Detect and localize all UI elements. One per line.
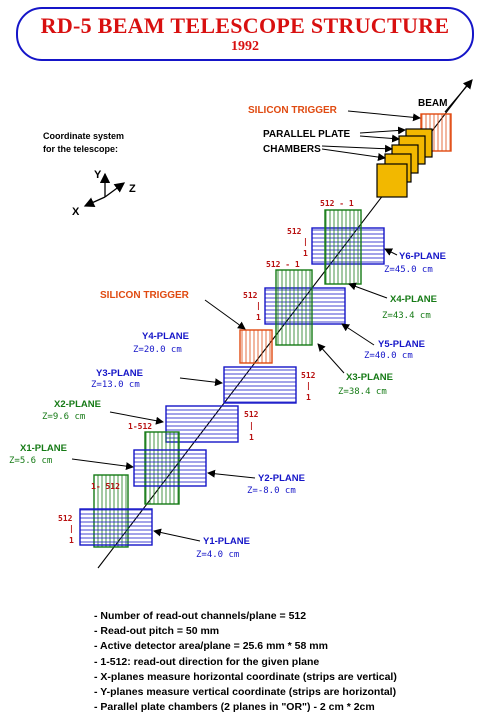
readout-label: 512 [244,410,259,419]
x3-plane [275,269,313,346]
y2-z-label: Z=-8.0 cm [247,486,296,496]
x1-z-label: Z=5.6 cm [9,456,52,466]
readout-label: 512 [301,371,316,380]
note-item: - Active detector area/plane = 25.6 mm *… [94,640,328,653]
x4-z-label: Z=43.4 cm [382,311,431,321]
leader-line [347,110,421,122]
y6-plane-label: Y6-PLANE [399,251,446,262]
title-year: 1992 [231,39,259,54]
leader-line [359,134,400,143]
x3-plane-label: X3-PLANE [346,372,393,383]
y3-plane [223,366,297,404]
coord-caption-line1: Coordinate system [43,131,124,141]
readout-label: 512 - 1 [320,199,354,208]
leader-line [204,299,246,330]
x1-plane-label: X1-PLANE [20,443,67,454]
readout-label: 1 [249,433,254,442]
ppc-label-line2: CHAMBERS [263,144,321,155]
readout-label: | [249,421,254,430]
leader-line [359,126,406,135]
silicon-trigger-mid-label: SILICON TRIGGER [100,290,190,301]
beam-arrow [444,79,473,113]
y3-z-label: Z=13.0 cm [91,380,140,390]
title-box: RD-5 BEAM TELESCOPE STRUCTURE 1992 [16,7,474,61]
leader-line [71,458,134,471]
silicon-trigger-top-label: SILICON TRIGGER [248,105,338,116]
note-item: - X-planes measure horizontal coordinate… [94,670,397,683]
readout-label: 1 [69,536,74,545]
x4-plane-label: X4-PLANE [390,294,437,305]
readout-label: 1 [256,313,261,322]
y-axis-label: Y [94,169,102,181]
readout-label: 512 - 1 [266,260,300,269]
y1-z-label: Z=4.0 cm [196,550,239,560]
coord-caption-line2: for the telescope: [43,144,118,154]
readout-label: 512 [287,227,302,236]
z-axis-label: Z [129,183,136,195]
x2-z-label: Z=9.6 cm [42,412,85,422]
y1-plane-label: Y1-PLANE [203,536,250,547]
readout-label: 1 [306,393,311,402]
y3-plane-label: Y3-PLANE [96,368,143,379]
leader-line [321,144,393,153]
parallel-plate-chambers [376,128,433,198]
leader-line [153,528,201,542]
note-item: - 1-512: read-out direction for the give… [94,655,320,668]
leader-line [348,282,388,299]
readout-label: 1-512 [128,422,152,431]
leader-line [341,323,375,346]
leader-line [321,148,386,161]
x4-plane [324,209,362,285]
x-axis-label: X [72,206,80,218]
leader-line [384,248,398,256]
coordinate-axes [83,172,126,208]
beam-label: BEAM [418,98,447,109]
ppc-chamber [376,163,408,198]
note-item: - Read-out pitch = 50 mm [94,625,220,638]
leader-line [317,343,345,374]
y5-plane-label: Y5-PLANE [378,339,425,350]
y1-plane [79,508,153,546]
readout-label: | [303,237,308,246]
readout-label: 1- 512 [91,482,120,491]
readout-label: 512 [243,291,258,300]
y4-z-label: Z=20.0 cm [133,345,182,355]
z-axis-arrow [104,182,126,198]
page-title: RD-5 BEAM TELESCOPE STRUCTURE [40,13,450,38]
readout-label: 1 [303,249,308,258]
readout-label: | [306,381,311,390]
x-axis-arrow [83,196,106,208]
y4-plane-label: Y4-PLANE [142,331,189,342]
leader-line [109,411,164,425]
leader-line [207,469,256,479]
readout-label: 512 [58,514,73,523]
note-item: - Parallel plate chambers (2 planes in "… [94,701,375,714]
readout-label: | [256,301,261,310]
ppc-label-line1: PARALLEL PLATE [263,129,351,140]
x2-plane-label: X2-PLANE [54,399,101,410]
note-item: - Y-planes measure vertical coordinate (… [94,686,397,699]
readout-label: | [69,524,74,533]
note-item: - Number of read-out channels/plane = 51… [94,610,307,622]
leader-line [179,377,223,387]
x3-z-label: Z=38.4 cm [338,387,387,397]
y5-z-label: Z=40.0 cm [364,351,413,361]
notes-list: - Number of read-out channels/plane = 51… [94,609,397,715]
silicon-trigger-mid [239,329,273,364]
y2-plane [133,449,207,487]
y6-z-label: Z=45.0 cm [384,265,433,275]
y2-plane-label: Y2-PLANE [258,473,305,484]
